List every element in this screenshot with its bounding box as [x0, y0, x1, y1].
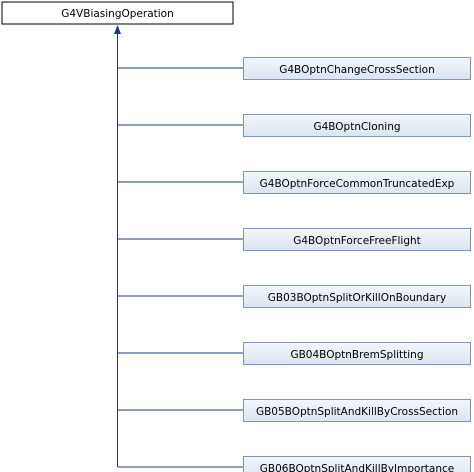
derived-class-label: G4BOptnForceFreeFlight	[293, 235, 421, 247]
derived-class-label: G4BOptnChangeCrossSection	[279, 64, 435, 76]
derived-class-label: GB05BOptnSplitAndKillByCrossSection	[256, 406, 458, 418]
derived-class-box	[243, 285, 471, 308]
derived-class-node[interactable]: G4BOptnForceCommonTruncatedExp	[243, 171, 471, 194]
derived-class-node[interactable]: G4BOptnCloning	[243, 114, 471, 137]
derived-class-box	[243, 114, 471, 137]
derived-class-box	[243, 171, 471, 194]
derived-class-label: GB06BOptnSplitAndKillByImportance	[260, 463, 454, 472]
derived-class-node[interactable]: GB05BOptnSplitAndKillByCrossSection	[243, 399, 471, 422]
derived-class-label: G4BOptnForceCommonTruncatedExp	[260, 178, 455, 190]
derived-class-node[interactable]: GB06BOptnSplitAndKillByImportance	[243, 456, 471, 472]
derived-class-box	[243, 399, 471, 422]
derived-class-box	[243, 228, 471, 251]
derived-class-node[interactable]: GB03BOptnSplitOrKillOnBoundary	[243, 285, 471, 308]
inheritance-arrowhead	[114, 25, 121, 34]
derived-class-node[interactable]: G4BOptnChangeCrossSection	[243, 57, 471, 80]
derived-class-node[interactable]: G4BOptnForceFreeFlight	[243, 228, 471, 251]
derived-class-node[interactable]: GB04BOptnBremSplitting	[243, 342, 471, 365]
derived-class-label: GB03BOptnSplitOrKillOnBoundary	[268, 292, 446, 304]
derived-class-box	[243, 342, 471, 365]
base-class-label: G4VBiasingOperation	[61, 8, 174, 20]
base-class-box	[1, 1, 234, 25]
derived-class-label: G4BOptnCloning	[313, 121, 400, 133]
derived-class-label: GB04BOptnBremSplitting	[290, 349, 423, 361]
derived-class-box	[243, 456, 471, 472]
derived-class-box	[243, 57, 471, 80]
base-class-node[interactable]: G4VBiasingOperation	[1, 1, 234, 25]
derived-class-nodes: G4BOptnChangeCrossSectionG4BOptnCloningG…	[243, 57, 471, 472]
inheritance-edges	[114, 25, 243, 468]
